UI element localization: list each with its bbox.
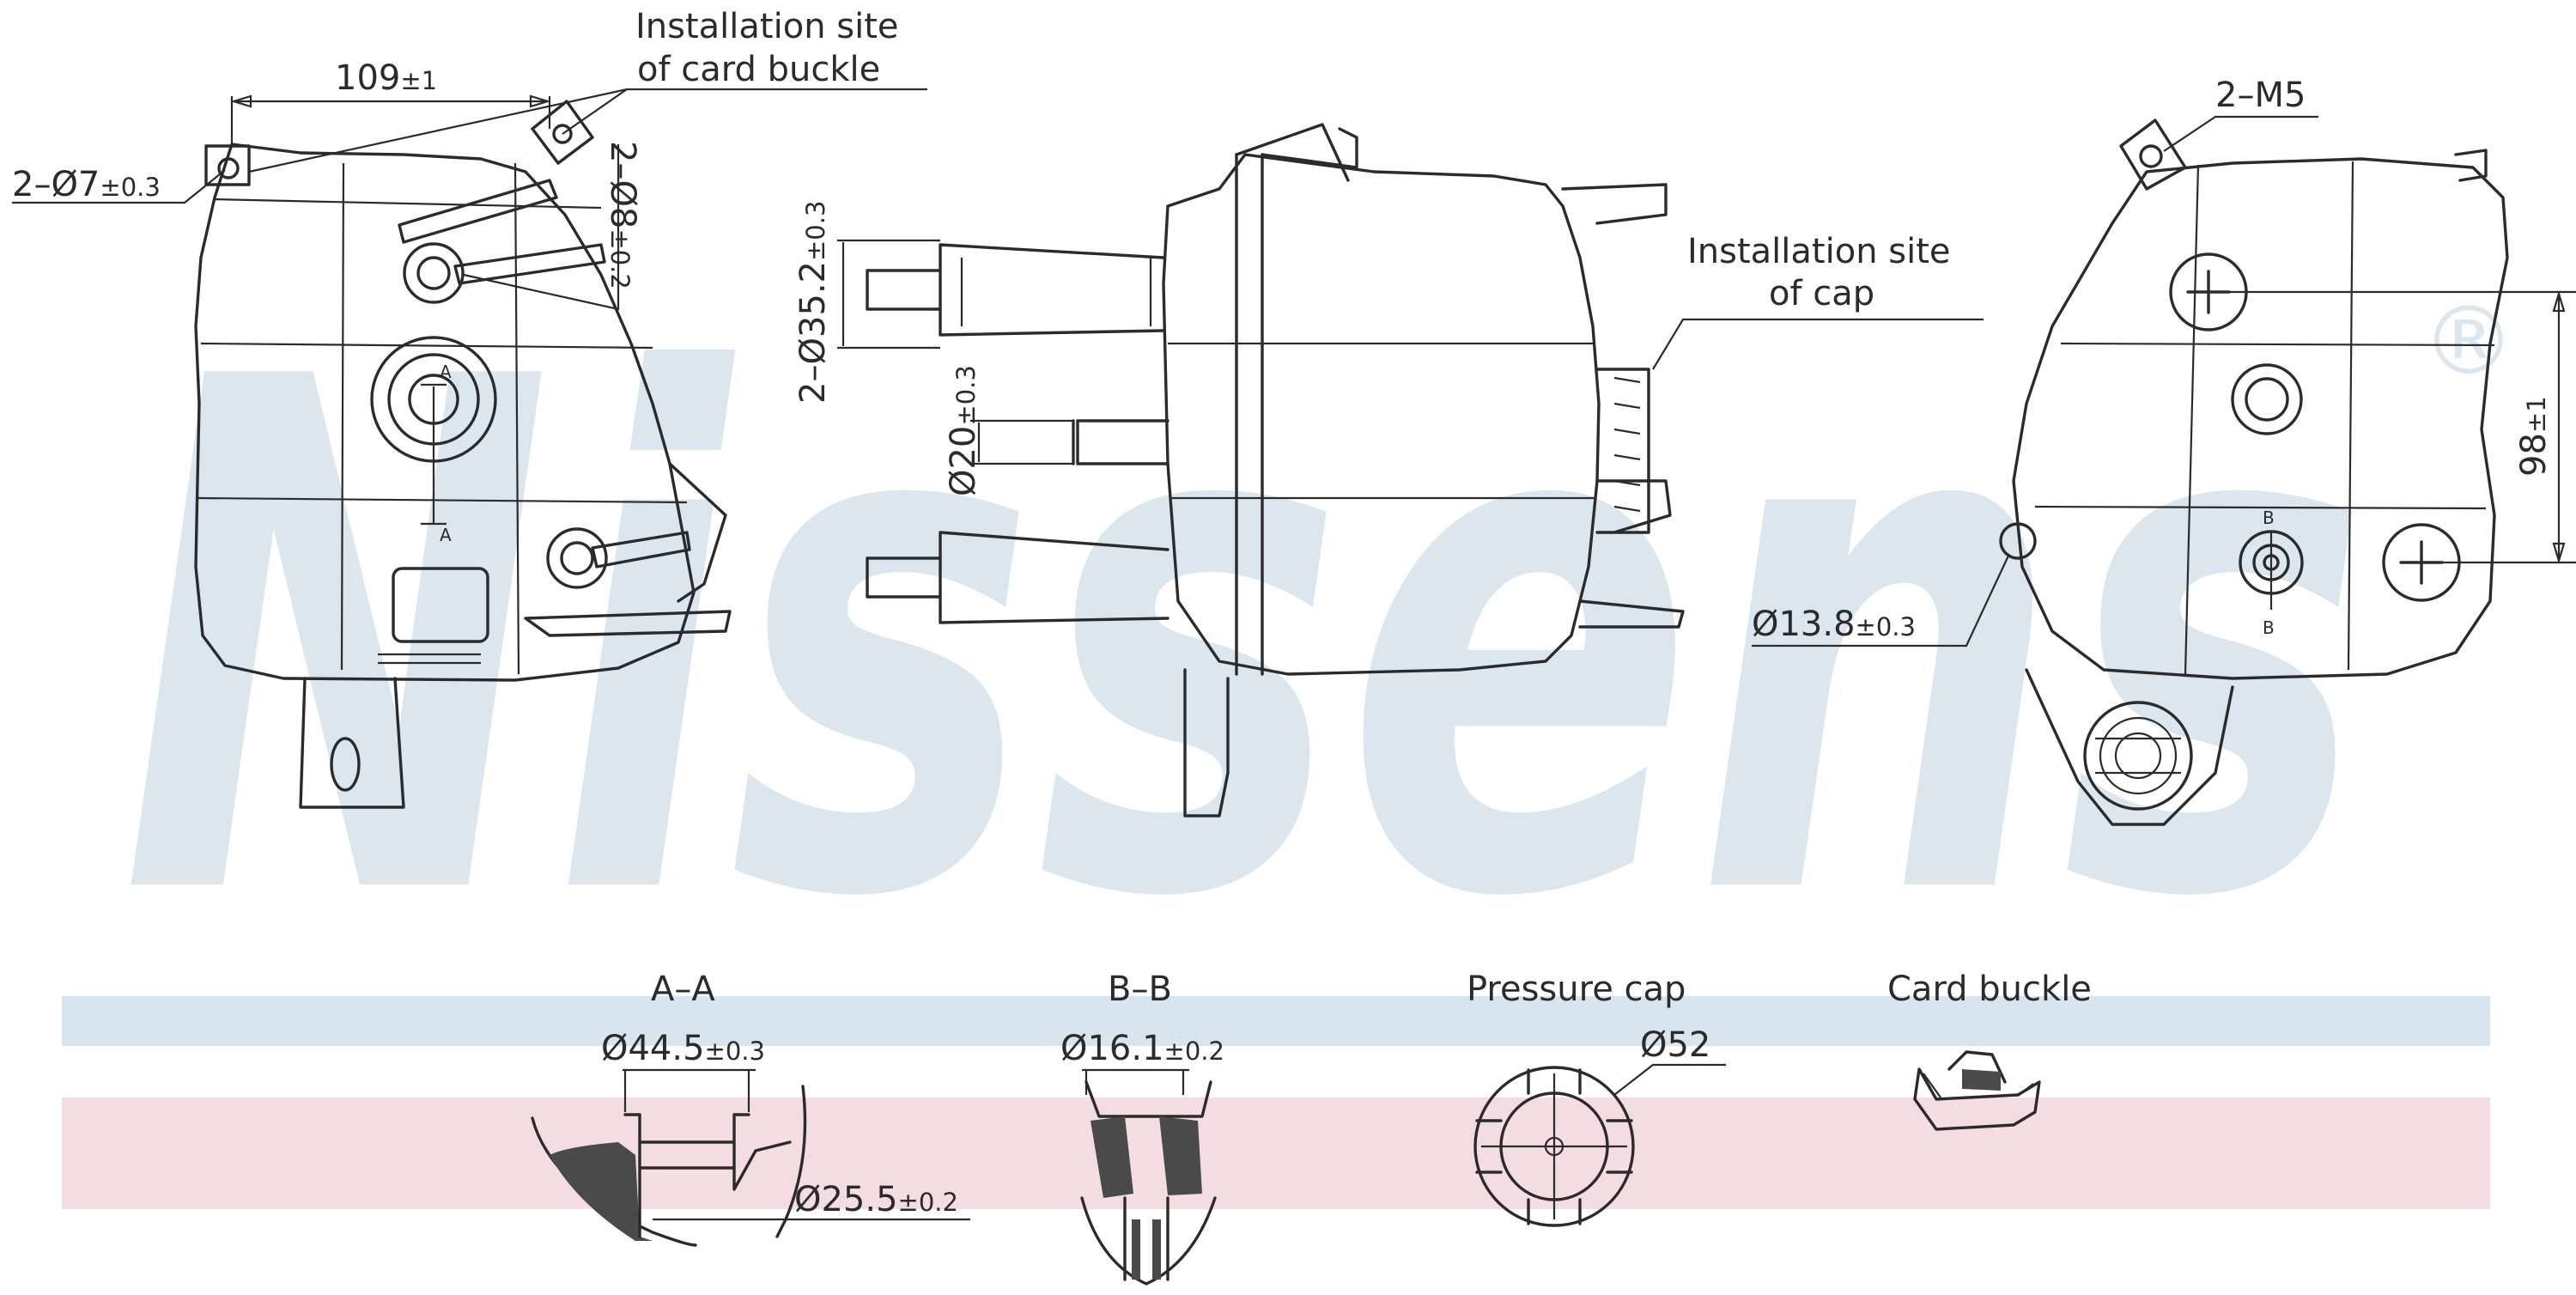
card-buckle-site-line2: of card buckle <box>637 50 880 89</box>
section-b-mark-top: B <box>2263 508 2275 528</box>
dim-hole-8: 2–Ø8±0.2 <box>603 141 642 289</box>
tank-side-view: 2–Ø35.2±0.3 Ø20±0.3 Installation site of… <box>793 123 1984 818</box>
dim-20: Ø20±0.3 <box>944 365 983 496</box>
dim-13: Ø13.8±0.3 <box>1752 605 1916 644</box>
dim-52: Ø52 <box>1640 1025 1710 1065</box>
watermark-text: Nissens <box>120 232 2370 1051</box>
section-a-mark-top: A <box>440 362 452 382</box>
tank-rear-view: B B 2–M5 98±1 Ø13.8±0.3 <box>1752 76 2576 826</box>
pink-band <box>62 1097 2490 1209</box>
dim-98: 98±1 <box>2514 396 2554 477</box>
registered-mark: ® <box>2421 286 2516 396</box>
section-bb: B–B Ø16.1±0.2 <box>1060 970 1224 1286</box>
section-aa-title: A–A <box>651 970 715 1009</box>
section-aa: A–A Ø44.5±0.3 Ø25.5±0.2 <box>531 970 970 1247</box>
watermark: Nissens ® <box>120 232 2516 1051</box>
section-bb-title: B–B <box>1108 970 1172 1009</box>
tank-front-view: A A 109±1 Installation site of card buck… <box>12 7 927 809</box>
dim-hole-7: 2–Ø7±0.3 <box>12 165 161 204</box>
section-a-mark-bottom: A <box>440 525 452 545</box>
pressure-cap: Pressure cap Ø52 <box>1467 970 1726 1227</box>
section-b-mark-bottom: B <box>2263 617 2275 638</box>
dim-44: Ø44.5±0.3 <box>601 1029 765 1068</box>
dim-m5: 2–M5 <box>2215 76 2306 115</box>
dim-109: 109±1 <box>335 58 437 98</box>
dim-35: 2–Ø35.2±0.3 <box>793 201 833 404</box>
card-buckle-site-line1: Installation site <box>635 7 899 46</box>
cap-site-line1: Installation site <box>1687 232 1951 271</box>
cap-site-line2: of cap <box>1769 274 1874 313</box>
blue-band <box>62 996 2490 1046</box>
pressure-cap-title: Pressure cap <box>1467 970 1686 1009</box>
card-buckle-title: Card buckle <box>1887 970 2092 1009</box>
dim-25: Ø25.5±0.2 <box>794 1180 958 1219</box>
dim-16: Ø16.1±0.2 <box>1060 1029 1224 1068</box>
card-buckle: Card buckle <box>1887 970 2092 1131</box>
